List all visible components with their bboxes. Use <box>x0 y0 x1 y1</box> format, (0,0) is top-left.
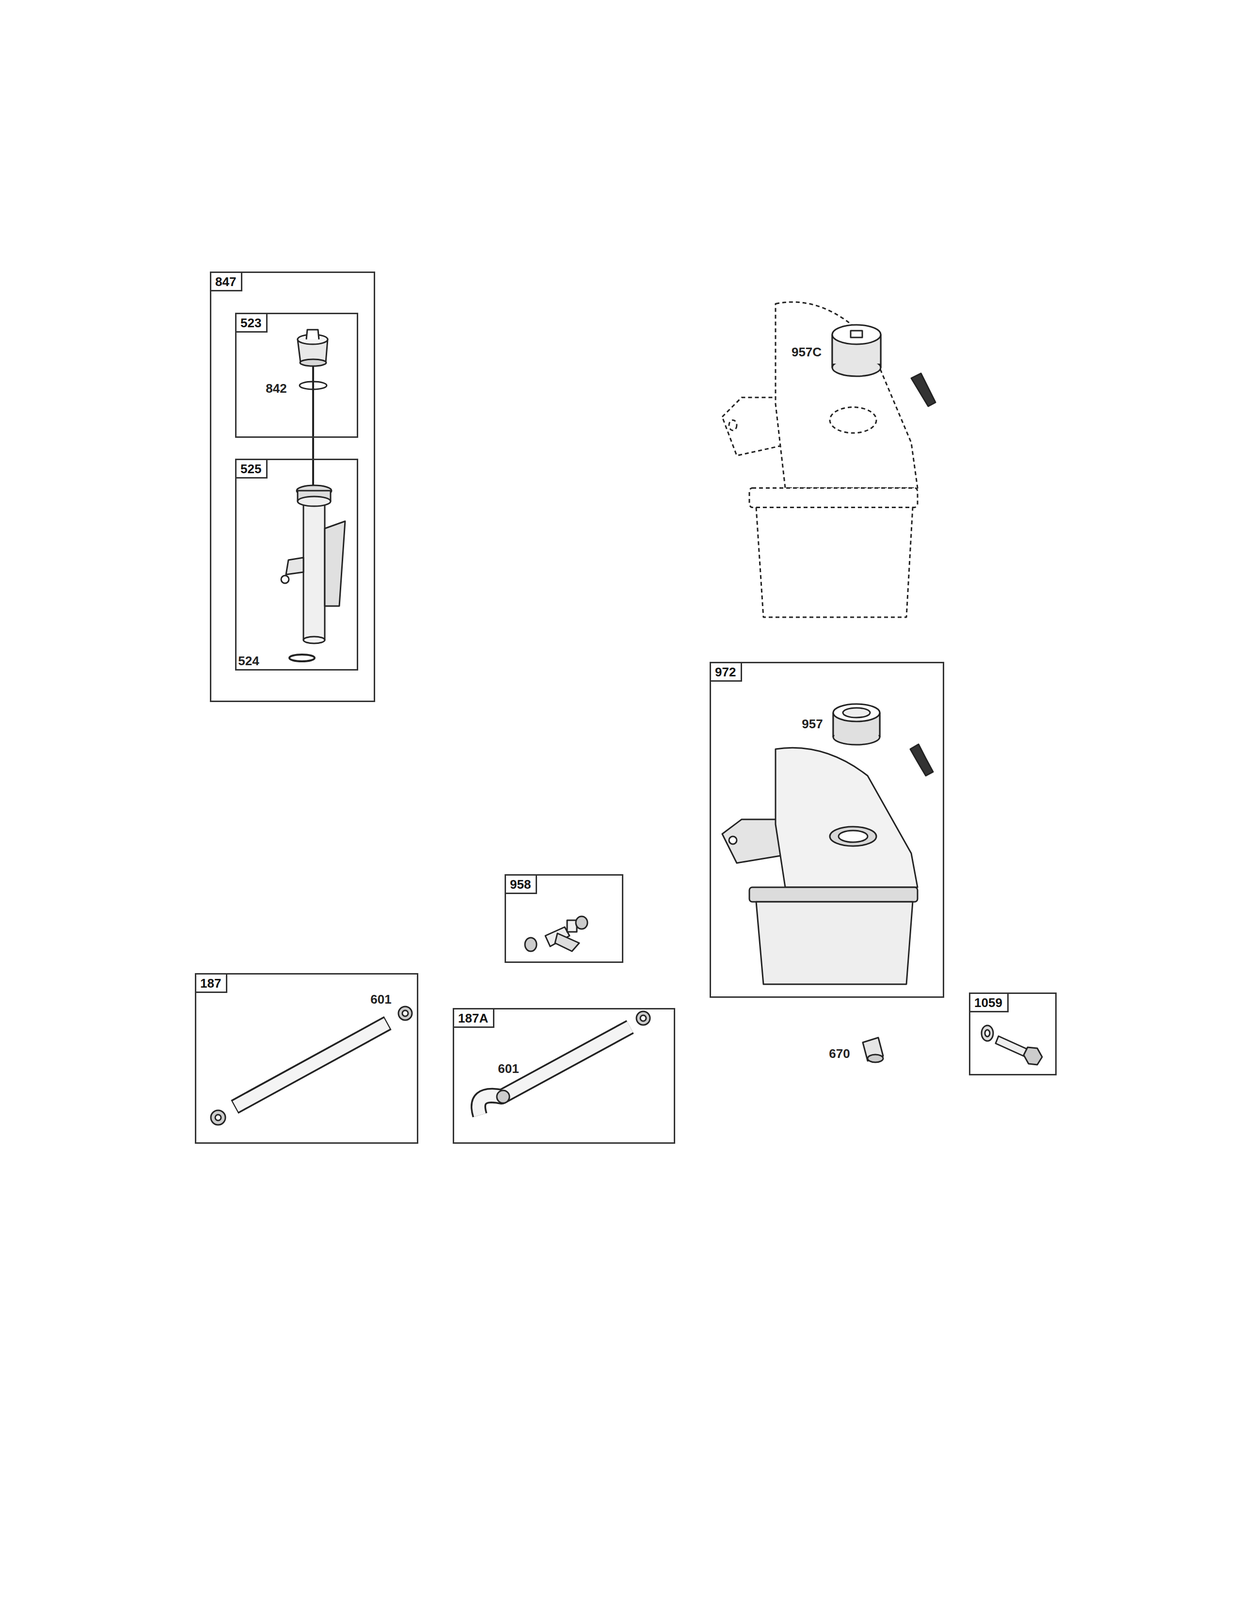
part-group-box: 523 842 <box>235 312 359 438</box>
group-number-tab: 958 <box>506 875 538 894</box>
mounting-bolt <box>981 1025 1043 1065</box>
group-number-tab: 847 <box>211 272 243 292</box>
part-group-box: 187 601 <box>194 972 419 1144</box>
group-number-tab: 187A <box>454 1009 495 1028</box>
callout-number: 601 <box>496 1061 520 1076</box>
group-number-tab: 1059 <box>970 993 1009 1013</box>
callout-number: 957C <box>790 344 823 360</box>
dipstick-tube <box>281 485 346 662</box>
callout-number: 670 <box>827 1045 851 1061</box>
group-number-tab: 187 <box>196 974 228 993</box>
fuel-tank <box>722 747 918 984</box>
callout-number: 957 <box>800 716 824 731</box>
callout-number: 842 <box>264 380 288 396</box>
fuel-fitting <box>524 916 588 951</box>
part-group-box: 958 <box>504 873 624 963</box>
fuel-cap <box>832 324 936 407</box>
tank-grommet <box>862 1037 884 1062</box>
fuel-hose <box>478 1011 650 1115</box>
fuel-cap <box>833 703 934 776</box>
callout-number: 601 <box>369 991 393 1007</box>
part-group-box: 847 523 842 525 524 <box>209 271 376 702</box>
group-number-tab: 523 <box>236 314 268 333</box>
dipstick-cap <box>297 329 328 500</box>
fuel-hose <box>210 1006 412 1125</box>
fuel-tank-reference <box>722 301 918 618</box>
callout-number: 524 <box>237 653 260 668</box>
part-group-box: 972 957 <box>709 661 945 998</box>
group-number-tab: 972 <box>711 663 743 682</box>
group-number-tab: 525 <box>236 459 268 479</box>
part-group-box: 1059 <box>968 992 1057 1076</box>
part-group-box: 525 524 <box>235 458 359 671</box>
part-group-box: 187A 601 <box>452 1007 676 1144</box>
